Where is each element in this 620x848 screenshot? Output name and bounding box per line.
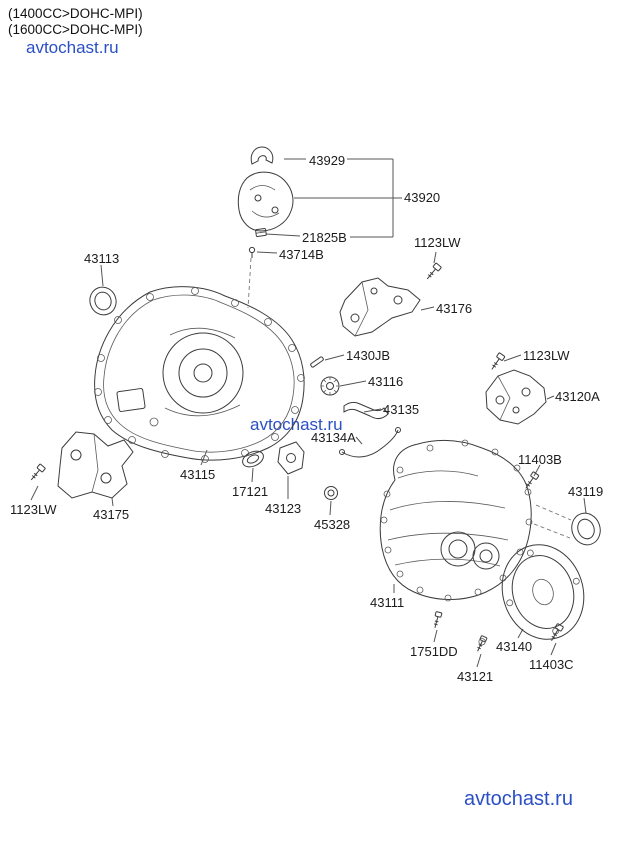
part-label-43175: 43175 bbox=[93, 507, 130, 522]
oil-seal-right-drawing bbox=[571, 512, 601, 546]
bolt-1123lw-top-drawing bbox=[426, 262, 442, 280]
engine-variant-note: (1400CC>DOHC-MPI) (1600CC>DOHC-MPI) bbox=[8, 6, 143, 38]
bolt-11403c-drawing bbox=[551, 623, 564, 642]
part-label-43176: 43176 bbox=[436, 301, 473, 316]
bolt-1123lw-left-drawing bbox=[30, 463, 46, 481]
part-label-43123: 43123 bbox=[265, 501, 302, 516]
part-label-1751dd: 1751DD bbox=[410, 644, 458, 659]
plate-43123-drawing bbox=[277, 441, 305, 475]
small-bolt-drawing bbox=[248, 246, 256, 258]
part-label-1123lw-right: 1123LW bbox=[523, 348, 570, 363]
rear-cover-drawing bbox=[501, 544, 585, 640]
snap-ring-drawing bbox=[242, 450, 264, 468]
part-label-45328: 45328 bbox=[314, 517, 351, 532]
part-label-43714b: 43714B bbox=[279, 247, 324, 262]
engine-variant-line2: (1600CC>DOHC-MPI) bbox=[8, 22, 143, 37]
watermark-link-bottom[interactable]: avtochast.ru bbox=[464, 788, 573, 810]
part-label-43115: 43115 bbox=[180, 467, 216, 482]
part-label-1430jb: 1430JB bbox=[346, 348, 391, 363]
rod-43134a-drawing bbox=[339, 427, 401, 458]
transaxle-case-drawing bbox=[379, 439, 533, 602]
control-bracket-drawing bbox=[237, 171, 294, 232]
part-label-43929: 43929 bbox=[309, 153, 346, 168]
part-label-1123lw-left: 1123LW bbox=[10, 502, 57, 517]
part-label-17121: 17121 bbox=[232, 484, 269, 499]
part-label-43116: 43116 bbox=[368, 374, 404, 389]
part-label-43135: 43135 bbox=[383, 402, 420, 417]
roll-pin-drawing bbox=[310, 356, 324, 368]
part-label-43120a: 43120A bbox=[555, 389, 600, 404]
part-label-43111: 43111 bbox=[370, 595, 405, 610]
part-label-43121: 43121 bbox=[457, 669, 494, 684]
part-label-21825b: 21825B bbox=[302, 230, 347, 245]
part-label-43113: 43113 bbox=[84, 251, 120, 266]
bolt-1123lw-right-drawing bbox=[491, 352, 506, 370]
bracket-43120a-drawing bbox=[485, 369, 547, 425]
part-label-43140: 43140 bbox=[496, 639, 533, 654]
retainer-clip-drawing bbox=[250, 146, 274, 165]
bolt-11403b-drawing bbox=[525, 471, 540, 489]
part-label-43134a: 43134A bbox=[311, 430, 356, 445]
bolt-1751dd-drawing bbox=[433, 611, 443, 628]
bracket-43175-drawing bbox=[57, 431, 134, 499]
ring-45328-drawing bbox=[324, 486, 338, 500]
washer-43116-drawing bbox=[320, 376, 340, 396]
engine-variant-line1: (1400CC>DOHC-MPI) bbox=[8, 6, 143, 21]
part-label-43119: 43119 bbox=[568, 484, 604, 499]
bolt-43121-drawing bbox=[477, 635, 488, 652]
part-label-1123lw-top: 1123LW bbox=[414, 235, 461, 250]
oil-seal-left-drawing bbox=[89, 286, 117, 316]
leader-lines bbox=[30, 158, 587, 668]
clutch-housing-drawing bbox=[94, 286, 305, 463]
bracket-43135-drawing bbox=[343, 401, 389, 420]
part-label-11403b: 11403B bbox=[518, 452, 562, 467]
part-label-43920: 43920 bbox=[404, 190, 441, 205]
watermark-link-top[interactable]: avtochast.ru bbox=[26, 38, 119, 57]
part-label-11403c: 11403C bbox=[529, 657, 574, 672]
watermark-link-middle[interactable]: avtochast.ru bbox=[250, 415, 343, 434]
bracket-43176-drawing bbox=[339, 277, 421, 337]
nut-drawing bbox=[255, 227, 267, 238]
